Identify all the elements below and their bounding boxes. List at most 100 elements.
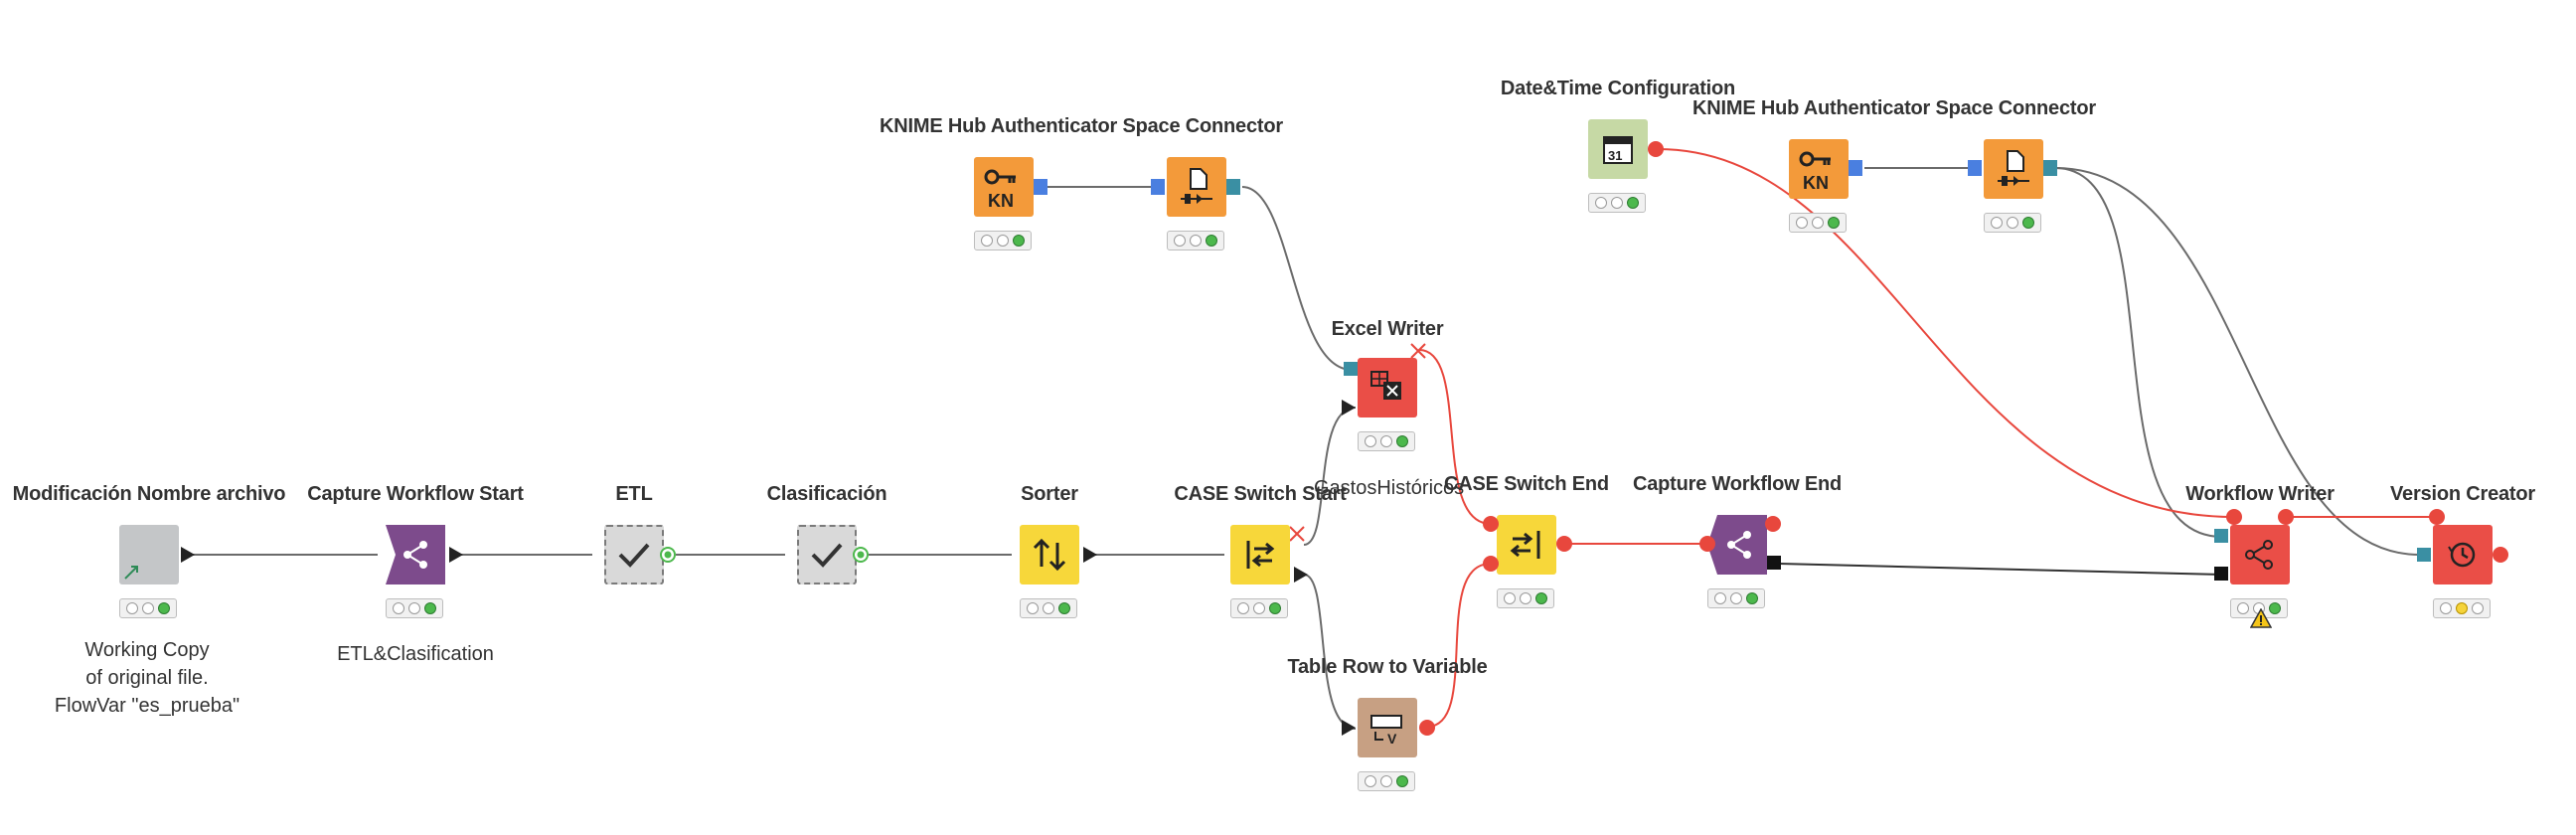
port-version-creator-out[interactable]: [2493, 547, 2508, 563]
node-title-version-creator: Version Creator: [2390, 483, 2535, 505]
port-space-conn-1-out[interactable]: [1226, 179, 1240, 195]
status-lights-modificacion: [119, 598, 177, 618]
wire-space-conn-1-to-excel-writer[interactable]: [1241, 186, 1353, 371]
status-lights-capture-end: [1707, 588, 1765, 608]
flowvar-table-row-var-to-case-end[interactable]: [1426, 563, 1492, 728]
svg-text:V: V: [1387, 731, 1397, 747]
node-datetime-configuration[interactable]: 31: [1588, 119, 1648, 179]
status-lights-datetime-config: [1588, 193, 1646, 213]
flowvar-excel-writer-to-case-end[interactable]: [1418, 349, 1492, 525]
port-capture-end-workflow[interactable]: [1767, 556, 1781, 570]
annotation-modificacion-line1: Working Copy: [84, 639, 210, 661]
node-title-workflow-writer: Workflow Writer: [2185, 483, 2334, 505]
warning-icon[interactable]: [2250, 608, 2272, 628]
node-workflow-writer[interactable]: [2230, 525, 2290, 584]
port-version-creator-file[interactable]: [2417, 548, 2431, 562]
excel-icon: [1370, 371, 1401, 400]
node-title-capture-end: Capture Workflow End: [1632, 473, 1843, 495]
status-lights-excel-writer: [1358, 431, 1415, 451]
port-workflow-writer-workflow[interactable]: [2214, 567, 2228, 581]
port-case-end-in-1[interactable]: [1483, 516, 1499, 532]
port-space-conn-2-in[interactable]: [1968, 160, 1982, 176]
node-hub-authenticator-1[interactable]: KN: [974, 157, 1034, 217]
status-lights-hub-auth-1: [974, 231, 1032, 250]
file-connector-icon: [1998, 150, 2029, 186]
status-lights-version-creator: [2433, 598, 2491, 618]
node-title-etl: ETL: [615, 483, 653, 505]
key-icon: KN: [984, 169, 1016, 211]
svg-text:31: 31: [1608, 148, 1622, 163]
checkmark-icon: [811, 543, 869, 568]
port-capture-end-flowvar[interactable]: [1765, 516, 1781, 532]
port-excel-writer-file[interactable]: [1344, 362, 1358, 376]
node-case-switch-start[interactable]: [1230, 525, 1308, 584]
calendar-icon: 31: [1603, 136, 1633, 164]
status-lights-table-row-var: [1358, 771, 1415, 791]
port-hub-auth-2-out[interactable]: [1849, 160, 1862, 176]
row-to-variable-icon: V: [1370, 715, 1402, 747]
checkmark-icon: [618, 543, 676, 568]
node-excel-writer[interactable]: [1358, 358, 1417, 418]
annotation-modificacion-line3: FlowVar "es_prueba": [54, 695, 241, 717]
node-hub-authenticator-2[interactable]: KN: [1789, 139, 1849, 199]
status-lights-space-conn-2: [1984, 213, 2041, 233]
node-clasificacion-metanode[interactable]: [797, 525, 869, 584]
node-title-case-start: CASE Switch Start: [1174, 483, 1347, 505]
port-hub-auth-1-out[interactable]: [1034, 179, 1047, 195]
node-capture-workflow-start[interactable]: [386, 525, 463, 584]
port-case-end-in-2[interactable]: [1483, 556, 1499, 572]
node-space-connector-2[interactable]: [1984, 139, 2043, 199]
switch-start-icon: [1246, 541, 1308, 583]
switch-end-icon: [1510, 531, 1540, 559]
node-title-excel-writer: Excel Writer: [1331, 318, 1444, 340]
flowvar-datetime-to-workflow-writer[interactable]: [1657, 148, 2235, 518]
wire-case-start-to-table-row-var[interactable]: [1303, 574, 1357, 730]
port-workflow-writer-file[interactable]: [2214, 529, 2228, 543]
file-connector-icon: [1181, 168, 1212, 204]
wire-capture-end-to-workflow-writer[interactable]: [1778, 563, 2223, 576]
node-title-capture-start: Capture Workflow Start: [307, 483, 524, 505]
node-table-row-to-variable[interactable]: V: [1358, 698, 1417, 757]
node-modificacion-component[interactable]: [119, 525, 195, 584]
node-title-datetime-config: Date&Time Configuration: [1500, 78, 1736, 99]
port-workflow-writer-flowvar-out[interactable]: [2278, 509, 2294, 525]
status-lights-case-end: [1497, 588, 1554, 608]
port-table-row-var-data[interactable]: [1342, 720, 1356, 736]
node-title-sorter: Sorter: [1021, 483, 1078, 505]
component-icon: [124, 547, 195, 580]
capture-end-icon: [1707, 515, 1767, 575]
workflow-writer-icon: [2245, 540, 2273, 570]
port-case-end-out[interactable]: [1556, 536, 1572, 552]
key-icon: KN: [1799, 151, 1831, 193]
node-title-modificacion: Modificación Nombre archivo: [12, 483, 286, 505]
node-title-hub-auth-2: KNIME Hub Authenticator Space Connector: [1692, 97, 2096, 119]
version-clock-icon: [2448, 542, 2476, 568]
annotation-capture-start: ETL&Clasification: [337, 643, 494, 665]
node-sorter[interactable]: [1020, 525, 1097, 584]
wire-label-gastos-historicos: GastosHistóricos: [1314, 477, 1465, 499]
status-lights-case-start: [1230, 598, 1288, 618]
node-case-switch-end[interactable]: [1497, 515, 1556, 575]
node-version-creator[interactable]: [2433, 525, 2493, 584]
port-datetime-flowvar[interactable]: [1648, 141, 1664, 157]
port-excel-writer-data[interactable]: [1342, 400, 1356, 416]
port-space-conn-1-in[interactable]: [1151, 179, 1165, 195]
node-title-table-row-var: Table Row to Variable: [1287, 656, 1488, 678]
inactive-port-cross-icon: [1289, 343, 1426, 542]
node-etl-metanode[interactable]: [604, 525, 676, 584]
status-lights-capture-start: [386, 598, 443, 618]
wire-space-conn-2-to-workflow-writer[interactable]: [2054, 167, 2223, 538]
node-title-hub-auth-1: KNIME Hub Authenticator Space Connector: [880, 115, 1283, 137]
node-space-connector-1[interactable]: [1167, 157, 1226, 217]
port-space-conn-2-out[interactable]: [2043, 160, 2057, 176]
port-version-creator-flowvar[interactable]: [2429, 509, 2445, 525]
port-capture-end-in[interactable]: [1699, 536, 1715, 552]
capture-start-icon: [386, 525, 463, 584]
wire-space-conn-2-to-version-creator[interactable]: [2054, 167, 2422, 557]
node-capture-workflow-end[interactable]: [1707, 515, 1767, 575]
status-lights-hub-auth-2: [1789, 213, 1847, 233]
port-workflow-writer-flowvar-in[interactable]: [2226, 509, 2242, 525]
port-table-row-var-flowvar[interactable]: [1419, 720, 1435, 736]
